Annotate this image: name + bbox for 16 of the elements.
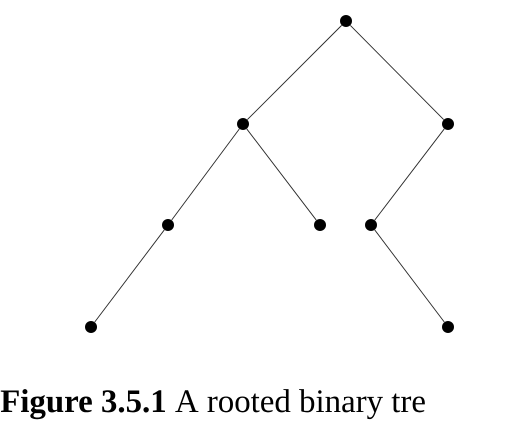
vertex-dot (85, 320, 97, 333)
vertex-dot (340, 15, 352, 27)
vertex-dot (314, 218, 326, 231)
tree-edge (246, 128, 317, 220)
vertex-dot (442, 320, 454, 333)
tree-edge (94, 229, 165, 322)
tree-edge (350, 24, 444, 120)
figure-caption: Figure 3.5.1 A rooted binary tre (0, 389, 425, 420)
tree-edge (374, 128, 445, 220)
vertex-dot (162, 218, 174, 231)
tree-edge (246, 24, 342, 120)
tree-edge (171, 128, 240, 220)
tree-edge (374, 229, 445, 322)
vertex-dot (365, 218, 377, 231)
vertex-dot (442, 118, 454, 130)
vertex-dot (237, 118, 249, 130)
